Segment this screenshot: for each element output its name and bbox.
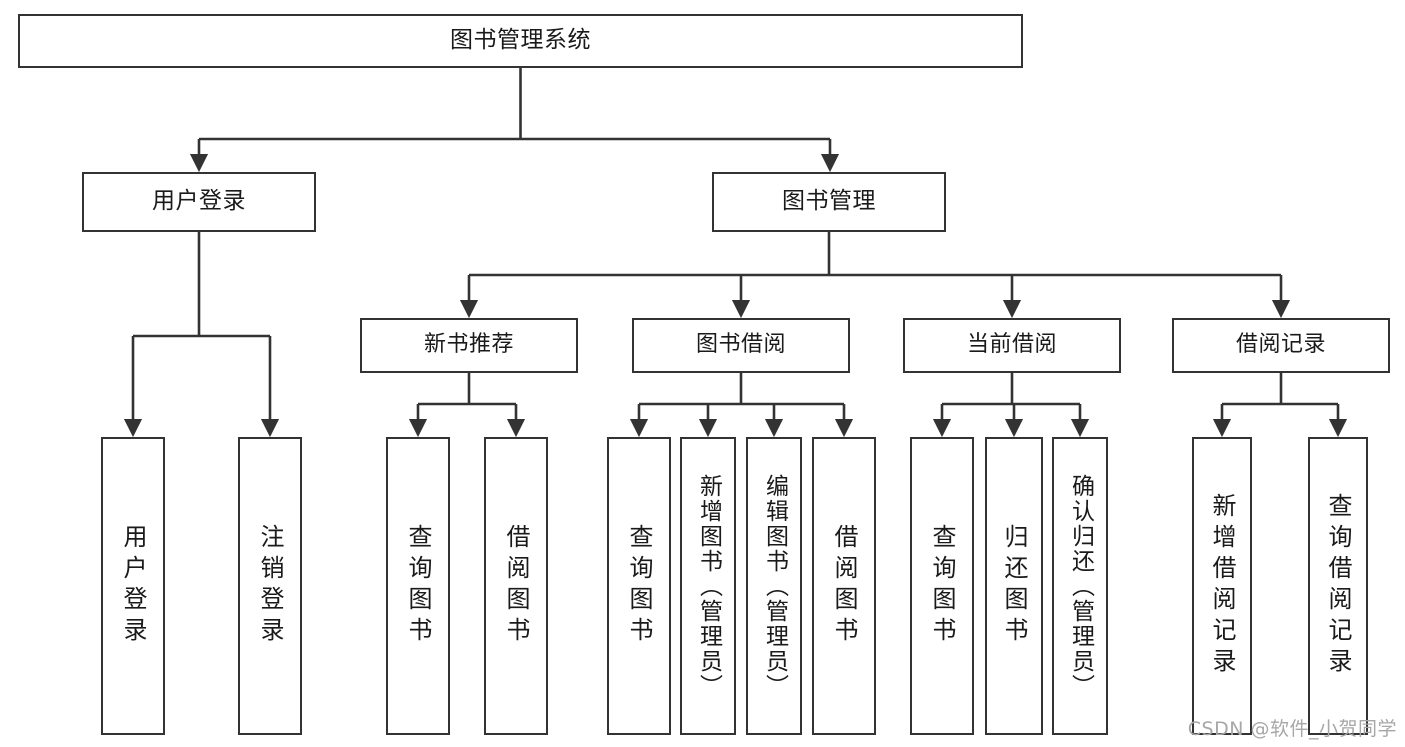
node-leaf-query-book-2-label: 查询图书 bbox=[625, 524, 653, 648]
node-leaf-query-book-3[interactable]: 查询图书 bbox=[910, 437, 974, 735]
node-current-borrow[interactable]: 当前借阅 bbox=[903, 318, 1121, 373]
node-book-borrow-label: 图书借阅 bbox=[695, 332, 786, 358]
node-borrow-record-label: 借阅记录 bbox=[1235, 332, 1326, 358]
node-leaf-logout-login[interactable]: 注销登录 bbox=[238, 437, 302, 735]
node-leaf-confirm-return-admin[interactable]: 确认归还（管理员） bbox=[1052, 437, 1108, 735]
node-leaf-edit-book-admin-label: 编辑图书（管理员） bbox=[761, 473, 788, 699]
node-new-book-recommend[interactable]: 新书推荐 bbox=[360, 318, 578, 373]
node-leaf-query-book-2[interactable]: 查询图书 bbox=[607, 437, 671, 735]
node-leaf-borrow-book-2-label: 借阅图书 bbox=[830, 524, 858, 648]
node-leaf-borrow-book-1-label: 借阅图书 bbox=[502, 524, 530, 648]
node-leaf-borrow-book-2[interactable]: 借阅图书 bbox=[812, 437, 876, 735]
node-leaf-return-book-label: 归还图书 bbox=[1000, 524, 1028, 648]
node-leaf-query-book-3-label: 查询图书 bbox=[928, 524, 956, 648]
node-leaf-edit-book-admin[interactable]: 编辑图书（管理员） bbox=[746, 437, 802, 735]
node-leaf-add-book-admin[interactable]: 新增图书（管理员） bbox=[680, 437, 736, 735]
node-leaf-query-borrow-record[interactable]: 查询借阅记录 bbox=[1308, 437, 1368, 735]
node-leaf-query-book-1-label: 查询图书 bbox=[404, 524, 432, 648]
node-leaf-user-login-label: 用户登录 bbox=[119, 524, 147, 648]
node-leaf-return-book[interactable]: 归还图书 bbox=[985, 437, 1043, 735]
node-leaf-logout-login-label: 注销登录 bbox=[256, 524, 284, 648]
node-leaf-confirm-return-admin-label: 确认归还（管理员） bbox=[1067, 473, 1094, 699]
node-leaf-add-borrow-record-label: 新增借阅记录 bbox=[1208, 493, 1236, 679]
node-leaf-borrow-book-1[interactable]: 借阅图书 bbox=[484, 437, 548, 735]
node-user-login-label: 用户登录 bbox=[152, 188, 246, 215]
node-user-login[interactable]: 用户登录 bbox=[82, 172, 316, 232]
node-root[interactable]: 图书管理系统 bbox=[18, 14, 1023, 68]
node-book-borrow[interactable]: 图书借阅 bbox=[632, 318, 850, 373]
node-borrow-record[interactable]: 借阅记录 bbox=[1172, 318, 1390, 373]
node-leaf-query-book-1[interactable]: 查询图书 bbox=[386, 437, 450, 735]
node-book-manage[interactable]: 图书管理 bbox=[712, 172, 946, 232]
node-root-label: 图书管理系统 bbox=[450, 27, 591, 54]
node-current-borrow-label: 当前借阅 bbox=[966, 332, 1057, 358]
node-leaf-add-book-admin-label: 新增图书（管理员） bbox=[695, 473, 722, 699]
node-leaf-add-borrow-record[interactable]: 新增借阅记录 bbox=[1192, 437, 1252, 735]
node-leaf-user-login[interactable]: 用户登录 bbox=[101, 437, 165, 735]
node-book-manage-label: 图书管理 bbox=[782, 188, 876, 215]
node-new-book-recommend-label: 新书推荐 bbox=[423, 332, 514, 358]
node-leaf-query-borrow-record-label: 查询借阅记录 bbox=[1324, 493, 1352, 679]
